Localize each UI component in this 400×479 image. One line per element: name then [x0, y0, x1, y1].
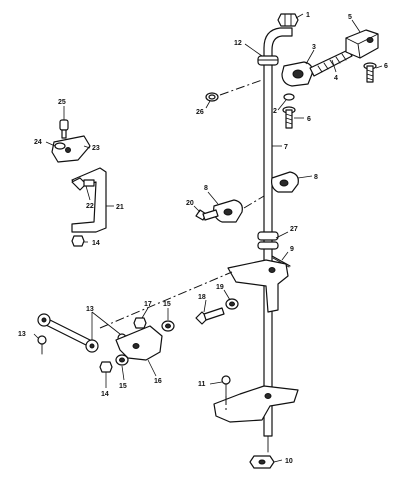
callout-26: 26 — [196, 109, 204, 116]
callout-9: 9 — [290, 246, 294, 253]
callout-18: 18 — [198, 294, 206, 301]
callout-23: 23 — [92, 145, 100, 152]
callout-13-upper: 13 — [86, 306, 94, 313]
ball-stud-part-13 — [37, 335, 47, 355]
callout-1: 1 — [306, 12, 310, 19]
callout-22: 22 — [86, 203, 94, 210]
callout-27: 27 — [290, 226, 298, 233]
callout-11: 11 — [198, 381, 206, 388]
screw-part-18 — [195, 307, 225, 325]
callout-24: 24 — [34, 139, 42, 146]
adjuster-screw-part-4 — [309, 49, 353, 77]
washer-part-2 — [283, 93, 295, 101]
callout-13-left: 13 — [18, 331, 26, 338]
callout-14-upper: 14 — [92, 240, 100, 247]
lower-foot-plate — [213, 385, 299, 423]
clamp-part-8-right — [271, 171, 299, 193]
screw-part-6-upper — [363, 62, 377, 83]
nut-part-10 — [249, 455, 275, 469]
nut-part-14-lower — [99, 361, 113, 373]
callout-17: 17 — [144, 301, 152, 308]
ring-part-26 — [205, 79, 263, 102]
nut-part-1 — [277, 13, 299, 27]
callout-15-left: 15 — [119, 383, 127, 390]
clamp-part-3 — [281, 61, 313, 87]
callout-8-right: 8 — [314, 174, 318, 181]
callout-21: 21 — [116, 204, 124, 211]
callout-4: 4 — [334, 75, 338, 82]
callout-12: 12 — [234, 40, 242, 47]
mount-part-23 — [51, 135, 91, 163]
washer-part-15-right — [161, 320, 175, 332]
lever-part-16 — [115, 325, 163, 361]
screw-part-11 — [221, 375, 231, 412]
washer-part-24 — [54, 142, 66, 150]
callout-14-lower: 14 — [101, 391, 109, 398]
screw-part-25 — [59, 119, 69, 139]
callout-15-right: 15 — [163, 301, 171, 308]
callout-19: 19 — [216, 284, 224, 291]
collar-part-12 — [257, 55, 279, 66]
screw-part-6-lower — [282, 106, 296, 129]
link-centerline — [99, 271, 233, 329]
nut-part-17 — [133, 317, 147, 329]
washer-part-19 — [225, 298, 239, 310]
washer-part-15-left — [115, 354, 129, 366]
nut-part-14-upper — [71, 235, 85, 247]
callout-10: 10 — [285, 458, 293, 465]
collar-part-27 — [257, 231, 279, 250]
callout-8-left: 8 — [204, 185, 208, 192]
clamp-part-8-left — [213, 195, 265, 223]
lever-arm-middle — [227, 259, 289, 313]
bolt-part-22 — [71, 177, 95, 191]
link-rod-part-13 — [37, 313, 99, 353]
leader-lines — [33, 13, 383, 463]
callout-20: 20 — [186, 200, 194, 207]
callout-16: 16 — [154, 378, 162, 385]
bracket-part-21 — [71, 167, 107, 233]
block-part-5 — [345, 29, 379, 59]
callout-3: 3 — [312, 44, 316, 51]
callout-6-upper: 6 — [384, 63, 388, 70]
callout-7: 7 — [284, 144, 288, 151]
callout-5: 5 — [348, 14, 352, 21]
callout-labels: 1 12 3 5 4 6 2 6 26 7 8 8 20 27 9 19 18 … — [18, 12, 388, 465]
screw-part-20 — [195, 209, 219, 221]
callout-25: 25 — [58, 99, 66, 106]
callout-2: 2 — [273, 108, 277, 115]
callout-6-lower: 6 — [307, 116, 311, 123]
